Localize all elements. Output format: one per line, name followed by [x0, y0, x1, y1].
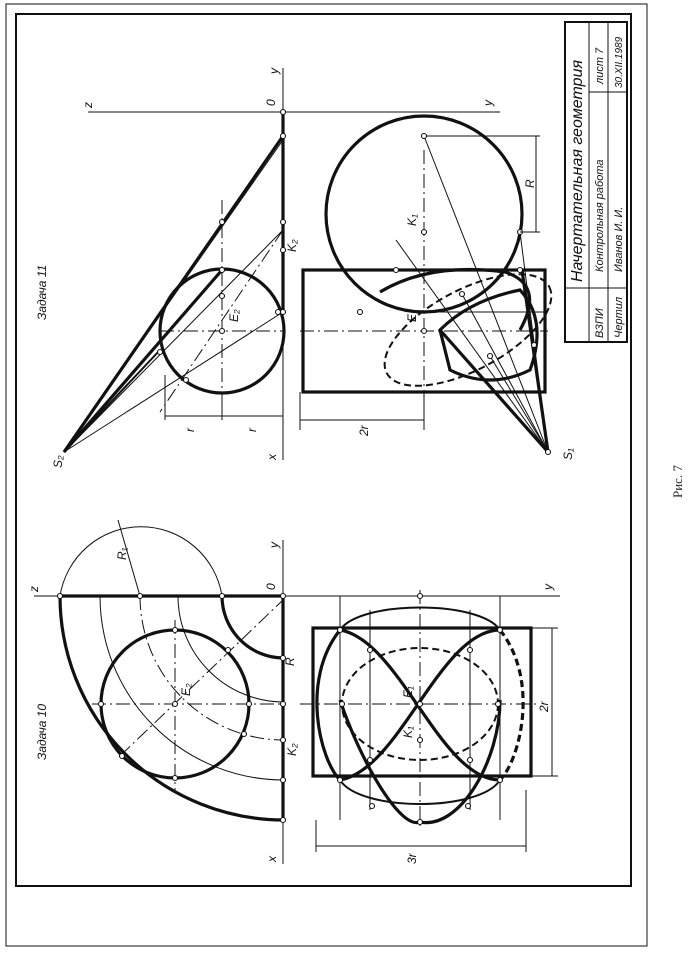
t11-label-k2: K₂: [285, 239, 299, 252]
t11-label-e2: E₂: [227, 309, 241, 322]
t11-axis-y-top: y: [267, 67, 281, 75]
t11-dim-r: R: [523, 179, 537, 188]
title-block-sheet: лист 7: [594, 47, 606, 85]
t11-dim-2r: 2r: [357, 424, 371, 437]
t11-label-s2: S₂: [51, 455, 65, 468]
title-block-date: 30.XII.1989: [614, 36, 625, 88]
figure-caption: Рис. 7: [670, 465, 685, 498]
t11-axis-o: 0: [264, 99, 278, 106]
t10-label-k1: K₁: [401, 726, 415, 738]
t11-dim-r-b: r: [245, 427, 259, 432]
t10-label-e1: E₁: [401, 686, 415, 698]
t10-label-k2: K₂: [285, 743, 299, 756]
t10-axis-y-top: y: [267, 541, 281, 549]
title-block: Начертательная геометрия ВЗПИ Контрольна…: [564, 21, 628, 343]
t10-axis-z: z: [27, 586, 41, 593]
t10-label-r: R: [283, 657, 297, 666]
title-block-author: Иванов И. И.: [613, 207, 625, 272]
t10-dim-3r: 3r: [405, 852, 419, 864]
t11-axis-z: z: [81, 102, 95, 109]
t10-axis-o: 0: [264, 583, 278, 590]
inner-frame: [15, 13, 632, 887]
t11-dim-r-a: r: [183, 427, 197, 432]
task10-drawing: Задача 10 z 0 y y x R₁: [27, 519, 560, 864]
t10-label-r1: R₁: [115, 547, 129, 560]
t10-axis-x: x: [265, 855, 279, 863]
title-block-work: Контрольная работа: [594, 160, 606, 272]
title-block-role: Чертил: [613, 297, 625, 338]
t10-dim-2r: 2r: [537, 700, 551, 713]
task10-title: Задача 10: [35, 704, 49, 760]
t11-label-s1: S₁: [561, 448, 575, 460]
t11-axis-x: x: [265, 453, 279, 461]
task11-drawing: Задача 11 z 0 y y x S₂ E₂: [35, 67, 575, 468]
task11-title: Задача 11: [35, 265, 49, 320]
t11-label-e1: E₁: [405, 310, 419, 322]
title-block-org: ВЗПИ: [594, 308, 606, 338]
outer-frame: [5, 3, 648, 947]
title-block-title: Начертательная геометрия: [569, 60, 586, 282]
t10-axis-y-bottom: y: [541, 583, 555, 591]
t11-label-k1: K₁: [405, 214, 419, 226]
t11-axis-y-bottom: y: [481, 99, 495, 107]
t10-label-e2: E₂: [179, 683, 193, 696]
